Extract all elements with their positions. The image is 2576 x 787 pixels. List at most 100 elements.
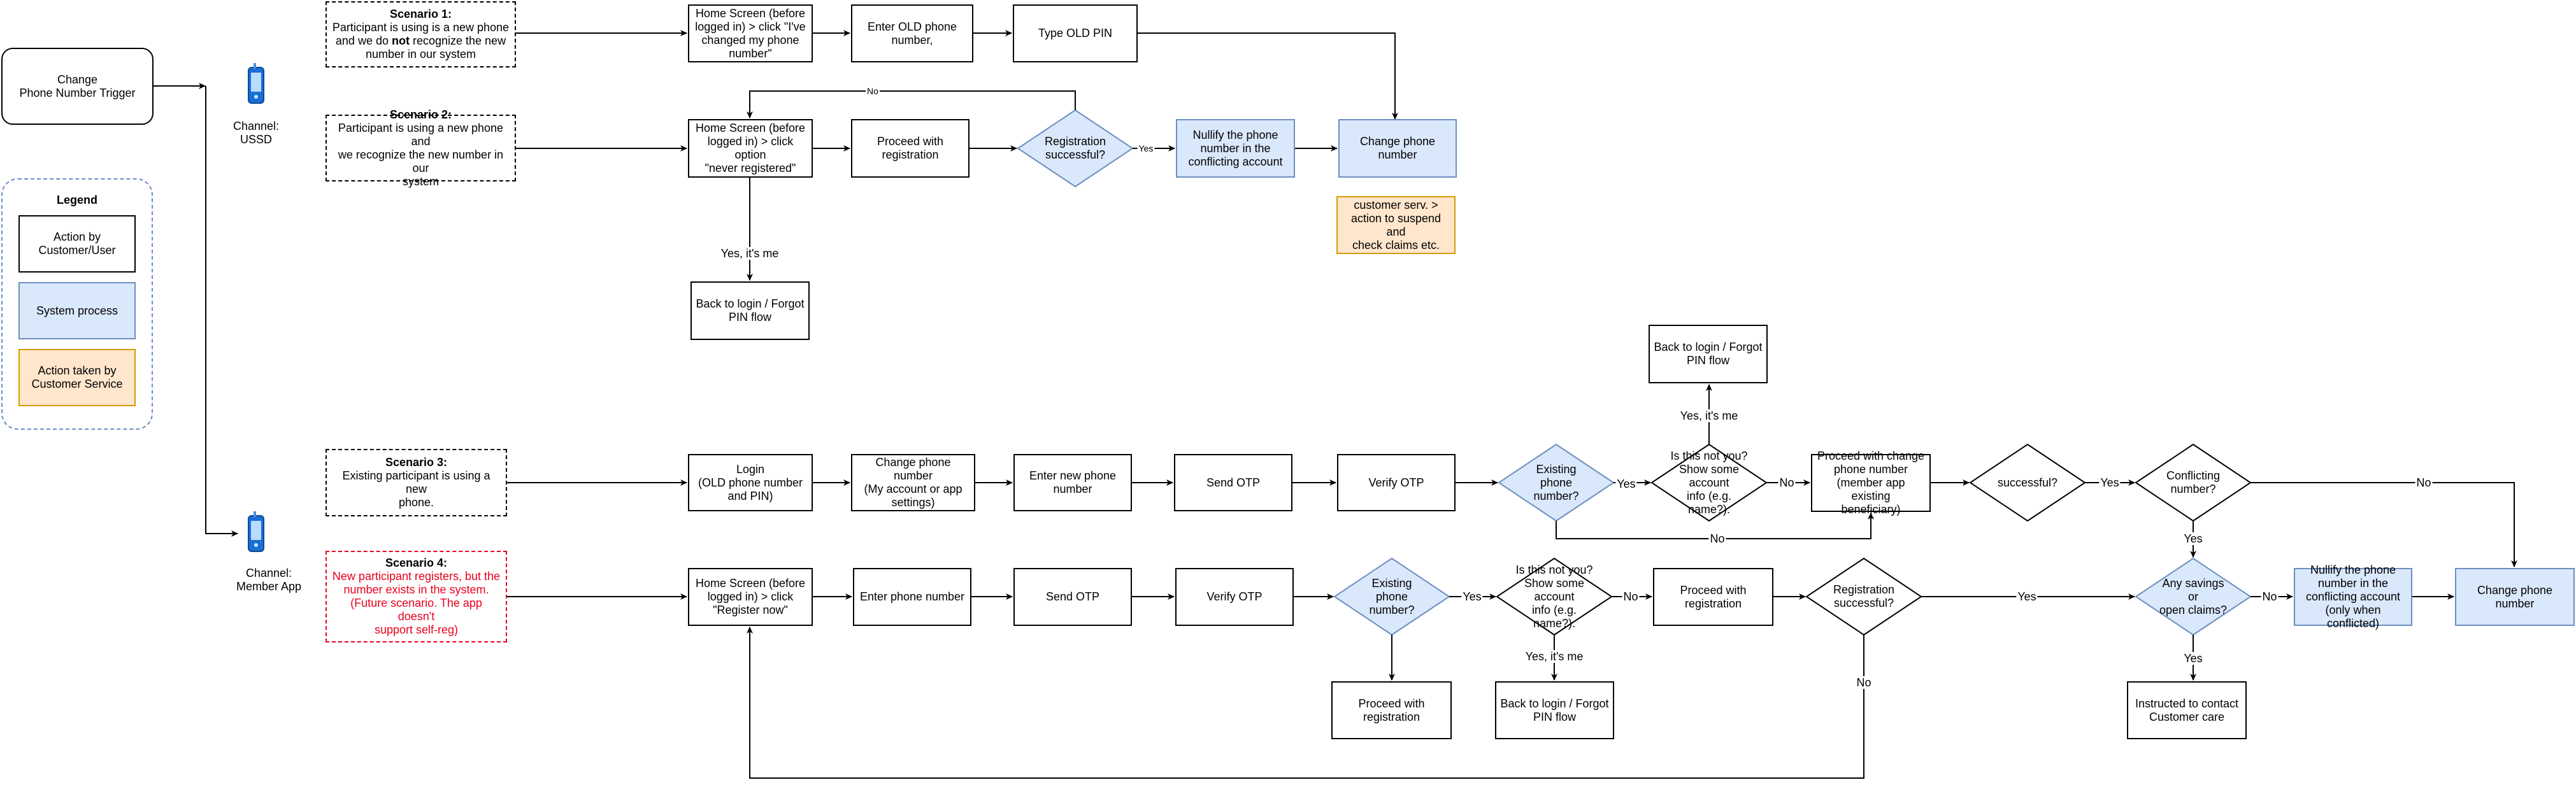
scenario-2: Scenario 2: Participant is using a new p… [326,108,516,188]
ussd-home-changed-number-label: Home Screen (before logged in) > click "… [695,6,806,60]
app-proceed-registration-2: Proceed with registration [1331,681,1452,739]
scenario-3-body: Existing participant is using a new phon… [342,469,490,509]
ussd-registration-successful-label: Registration successful? [1044,135,1106,161]
ussd-nullify-conflicting: Nullify the phone number in the conflict… [1176,119,1295,178]
app-enter-phone-label: Enter phone number [859,590,965,603]
app-proceed-change-label: Proceed with change phone number (member… [1817,450,1925,516]
app-enter-phone: Enter phone number [853,568,971,626]
scenario-4-body: New participant registers, but the numbe… [332,570,501,636]
ussd-type-old-pin: Type OLD PIN [1013,4,1138,62]
app-successful-label: successful? [1997,476,2058,489]
edge-typepin-change [1138,32,1398,120]
scenario-1-text-b: recognize the new number in our system [365,34,506,60]
app-existing-phone-2: Existing phone number? [1335,558,1449,635]
edge-diamond-no-home [747,90,1076,118]
ussd-enter-old-phone: Enter OLD phone number, [851,4,973,62]
app-back-to-login-top-label: Back to login / Forgot PIN flow [1654,341,1763,367]
edge-label-s3-yes-3: Yes [2182,532,2204,545]
edge-label-s4-yes-2: Yes [2016,590,2038,603]
app-existing-phone-2-label: Existing phone number? [1369,576,1415,616]
app-change-phone-number-label: Change phone number [2477,583,2553,610]
scenario-2-body: Participant is using a new phone and we … [338,121,504,188]
scenario-1: Scenario 1: Participant is using is a ne… [326,1,516,67]
app-verify-otp-2-label: Verify OTP [1206,590,1263,603]
edge-label-s4-yes-3: Yes [2182,652,2204,665]
app-contact-customer-care: Instructed to contact Customer care [2127,681,2247,739]
edge-regsuccess-no-home [747,627,1864,779]
app-registration-successful: Registration successful? [1807,558,1921,635]
app-proceed-registration-1: Proceed with registration [1653,568,1773,626]
app-registration-successful-label: Registration successful? [1833,583,1895,609]
edge-label-s4-no-1: No [1622,590,1640,603]
scenario-1-text-bold: not [391,34,410,47]
channel-ussd-label: Channel: USSD [233,120,280,146]
app-conflicting-number-label: Conflicting number? [2166,469,2221,495]
edge-label-ussd-yes: Yes [1137,142,1155,155]
legend-cs-action-label: Action taken by Customer Service [31,364,123,390]
ussd-change-phone-number: Change phone number [1338,119,1457,178]
edge-label-s3-no-1: No [1778,476,1796,489]
app-send-otp-2-label: Send OTP [1045,590,1100,603]
ussd-change-phone-number-label: Change phone number [1359,135,1436,161]
scenario-2-title: Scenario 2: [389,108,452,121]
app-successful: successful? [1970,444,2085,521]
edge-label-s3-no-2: No [1708,532,1726,545]
app-conflicting-number: Conflicting number? [2136,444,2250,521]
edge-trigger-app [205,86,238,537]
diamond-app-is-this-not-you-1 [1650,443,1768,522]
app-nullify-conflicting-label: Nullify the phone number in the conflict… [2305,564,2401,630]
scenario-3-title: Scenario 3: [385,456,448,469]
app-existing-phone-1: Existing phone number? [1499,444,1614,521]
ussd-home-changed-number: Home Screen (before logged in) > click "… [688,4,813,62]
app-is-this-not-you-1: Is this not you? Show some account info … [1652,444,1766,521]
app-back-to-login-top: Back to login / Forgot PIN flow [1649,325,1768,383]
edge-label-s3-yes-1: Yes [1615,478,1637,490]
diamond-ussd-registration-successful [1017,109,1134,188]
phone-icon-ussd [248,63,264,104]
app-verify-otp-1-label: Verify OTP [1368,476,1424,489]
app-savings-claims-label: Any savings or open claims? [2159,576,2228,616]
scenario-4: Scenario 4: New participant registers, b… [326,551,507,642]
trigger-label: Change Phone Number Trigger [19,73,136,99]
edge-label-ussd-yes-its-me: Yes, it's me [719,247,780,260]
scenario-1-title: Scenario 1: [389,8,452,20]
app-is-this-not-you-2: Is this not you? Show some account info … [1497,558,1612,635]
diamond-app-successful [1969,443,2086,522]
ussd-enter-old-phone-label: Enter OLD phone number, [867,20,957,46]
ussd-customer-service-action: customer serv. > action to suspend and c… [1336,196,1456,254]
app-change-phone-number: Change phone number [2455,568,2575,626]
app-contact-customer-care-label: Instructed to contact Customer care [2135,697,2239,723]
legend-system-process: System process [18,282,136,339]
app-home-register: Home Screen (before logged in) > click "… [688,568,813,626]
app-login: Login (OLD phone number and PIN) [688,454,813,511]
app-is-this-not-you-1-label: Is this not you? Show some account info … [1670,449,1748,516]
app-nullify-conflicting: Nullify the phone number in the conflict… [2294,564,2412,630]
app-verify-otp-2: Verify OTP [1175,568,1294,626]
app-proceed-registration-2-label: Proceed with registration [1358,697,1425,723]
legend-system-process-label: System process [36,304,118,317]
change-phone-trigger: Change Phone Number Trigger [1,48,154,125]
scenario-1-text-a: Participant is using is a new phone and … [332,21,510,47]
edge-label-s4-no-3: No [1855,676,1873,689]
edge-label-s4-yes-its-me: Yes, it's me [1524,650,1585,663]
ussd-nullify-conflicting-label: Nullify the phone number in the conflict… [1188,128,1283,168]
ussd-home-never-registered: Home Screen (before logged in) > click o… [688,119,813,178]
app-enter-new-phone-label: Enter new phone number [1029,469,1117,495]
edge-conflicting-change [2250,482,2517,567]
app-verify-otp-1: Verify OTP [1337,454,1456,511]
edge-label-s4-yes-1: Yes [1461,590,1483,603]
ussd-home-never-registered-label: Home Screen (before logged in) > click o… [695,122,806,174]
app-login-label: Login (OLD phone number and PIN) [698,462,803,502]
app-proceed-change: Proceed with change phone number (member… [1811,450,1931,516]
app-back-to-login-bottom-label: Back to login / Forgot PIN flow [1500,697,1609,723]
ussd-proceed-registration: Proceed with registration [851,119,970,178]
app-change-phone-settings: Change phone number (My account or app s… [851,454,975,511]
ussd-back-to-login: Back to login / Forgot PIN flow [691,281,810,340]
edge-label-ussd-no: No [866,85,880,97]
legend-user-action-label: Action by Customer/User [38,230,116,257]
legend-title: Legend [56,194,97,206]
phone-icon-app [248,511,264,552]
app-is-this-not-you-2-label: Is this not you? Show some account info … [1515,563,1593,630]
scenario-3: Scenario 3: Existing participant is usin… [326,449,507,516]
